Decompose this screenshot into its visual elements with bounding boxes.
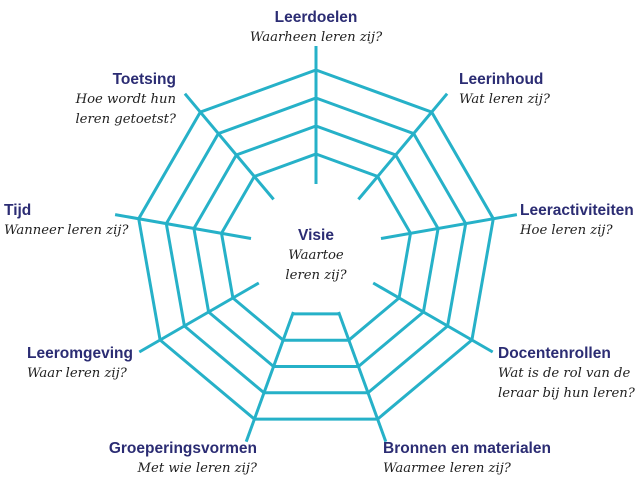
label-tijd: Tijd Wanneer leren zij?	[4, 200, 129, 241]
label-leeractiviteiten: Leeractiviteiten Hoe leren zij?	[520, 200, 634, 241]
label-title: Leeromgeving	[27, 345, 133, 362]
web-ring-2	[192, 124, 440, 368]
spoke-leerinhoud	[357, 92, 449, 201]
web-rings	[137, 68, 495, 421]
web-ring-4	[137, 68, 495, 421]
label-title: Leeractiviteiten	[520, 202, 634, 219]
web-spokes	[114, 46, 518, 443]
label-title: Groeperingsvormen	[108, 440, 257, 457]
spoke-bronnen-en-materialen	[337, 311, 388, 443]
label-question: Wanneer leren zij?	[4, 223, 129, 238]
spoke-toetsing	[183, 92, 275, 201]
label-question: Hoe wordt hun leren getoetst?	[75, 92, 176, 127]
label-title: Docentenrollen	[498, 345, 611, 362]
label-question: Waarheen leren zij?	[249, 30, 383, 45]
label-question: Wat is de rol van de leraar bij hun lere…	[498, 366, 635, 401]
spoke-tijd	[114, 213, 252, 240]
label-title: Toetsing	[112, 71, 176, 88]
label-leerinhoud: Leerinhoud Wat leren zij?	[459, 69, 550, 110]
label-toetsing: Toetsing Hoe wordt hun leren getoetst?	[75, 69, 176, 130]
label-title: Tijd	[4, 202, 32, 219]
label-question: Wat leren zij?	[459, 92, 550, 107]
label-docentenrollen: Docentenrollen Wat is de rol van de lera…	[498, 343, 635, 404]
spoke-leeractiviteiten	[380, 213, 518, 240]
label-question: Waar leren zij?	[27, 366, 127, 381]
label-title: Leerdoelen	[274, 9, 358, 26]
web-ring-3	[164, 96, 468, 395]
label-leeromgeving: Leeromgeving Waar leren zij?	[27, 343, 133, 384]
label-leerdoelen: Leerdoelen Waarheen leren zij?	[250, 7, 382, 48]
spoke-docentenrollen	[372, 281, 494, 354]
label-bronnen-en-materialen: Bronnen en materialen Waarmee leren zij?	[383, 438, 551, 479]
center-title: Visie	[298, 227, 334, 244]
center-question: Waartoe leren zij?	[285, 248, 347, 283]
spoke-leeromgeving	[138, 281, 260, 354]
label-question: Hoe leren zij?	[520, 223, 613, 238]
label-question: Met wie leren zij?	[137, 461, 257, 476]
spoke-groeperingsvormen	[244, 311, 295, 443]
center-label-visie: Visie Waartoe leren zij?	[285, 225, 346, 286]
label-title: Leerinhoud	[459, 71, 544, 88]
label-groeperingsvormen: Groeperingsvormen Met wie leren zij?	[109, 438, 257, 479]
label-title: Bronnen en materialen	[383, 440, 551, 457]
web-ring-1	[219, 152, 413, 342]
label-question: Waarmee leren zij?	[383, 461, 511, 476]
